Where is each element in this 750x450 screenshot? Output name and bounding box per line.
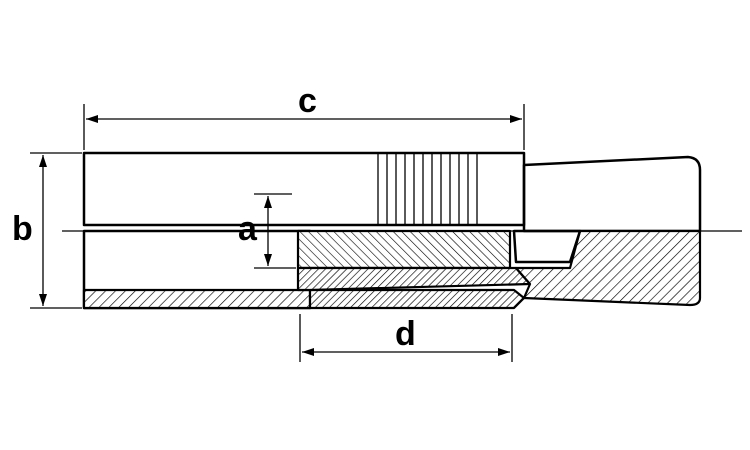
dimension-b-label: b <box>12 210 33 248</box>
dimension-d: d <box>299 314 513 362</box>
cone-cavity <box>512 229 582 264</box>
cone-upper <box>522 155 702 233</box>
cone-lower-section <box>514 229 702 307</box>
dimension-a: a <box>238 193 296 269</box>
dimension-d-label: d <box>395 315 416 353</box>
dimension-a-label: a <box>238 210 258 248</box>
internal-thread-section <box>296 229 512 270</box>
dimension-c-label: c <box>298 82 317 120</box>
sleeve-wall-section <box>82 288 312 310</box>
threaded-expansion-section <box>308 288 526 310</box>
dimension-c: c <box>83 82 525 150</box>
internal-thread-lower <box>296 266 532 292</box>
sleeve-ribs <box>377 153 478 225</box>
sleeve-upper <box>82 151 526 227</box>
dimension-b: b <box>12 152 82 309</box>
